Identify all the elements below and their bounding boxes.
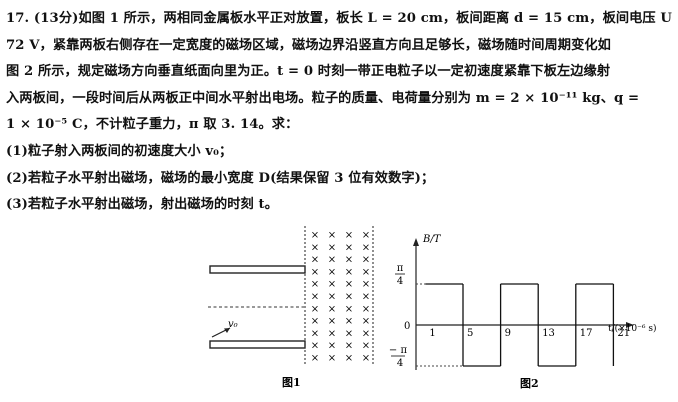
field-cross: × [311,341,319,352]
field-cross: × [345,304,353,315]
field-cross: × [311,279,319,290]
field-cross: × [345,328,353,339]
field-cross: × [311,267,319,278]
field-cross: × [328,242,336,253]
field-cross: × [362,242,370,253]
x-tick-label: 13 [542,328,555,339]
x-tick-label: 21 [617,328,630,339]
x-tick-labels: 1 5 9 13 17 21 [429,328,630,339]
reference-dashes [416,283,463,367]
field-cross: × [328,304,336,315]
field-cross: × [311,316,319,327]
field-cross: × [362,316,370,327]
problem-text: 17. (13分)如图 1 所示，两相同金属板水平正对放置，板长 L = 20 … [6,6,678,219]
field-cross: × [345,242,353,253]
field-cross: × [328,292,336,303]
field-cross: × [345,341,353,352]
field-cross: × [362,292,370,303]
velocity-arrowhead [224,328,230,333]
field-cross: × [362,279,370,290]
field-cross: × [362,328,370,339]
field-cross: × [345,230,353,241]
x-tick-label: 9 [505,328,511,339]
magnetic-field-crosses: ××××××××××××××××××××××××××××××××××××××××… [311,230,370,364]
x-axis-arrow [626,322,634,328]
field-cross: × [362,353,370,364]
field-cross: × [345,267,353,278]
upper-plate [209,265,306,274]
problem-line-2: 72 V，紧靠两板右侧存在一定宽度的磁场区域，磁场边界沿竖直方向且足够长，磁场随… [6,37,611,53]
x-tick-label: 17 [580,328,593,339]
field-cross: × [311,242,319,253]
origin-label: 0 [404,321,410,332]
figure-1-caption: 图1 [282,376,301,389]
figure-1: ××××××××××××××××××××××××××××××××××××××××… [208,226,374,389]
x-tick-label: 1 [429,328,435,339]
field-cross: × [311,353,319,364]
field-cross: × [345,255,353,266]
field-cross: × [311,328,319,339]
figure-2-chart: B/T t/(×10⁻⁶ s) 0 π 4 − π 4 1 5 9 13 17 21 图2 [389,234,657,390]
y-axis-label: B/T [422,234,442,245]
field-cross: × [362,267,370,278]
ytick-pos-num: π [397,263,404,274]
question-3: (3)若粒子水平射出磁场，射出磁场的时刻 t。 [6,197,279,213]
problem-line-1: 17. (13分)如图 1 所示，两相同金属板水平正对放置，板长 L = 20 … [6,11,678,26]
b-field-series [425,283,615,367]
x-tick-label: 5 [467,328,473,339]
x-axis-label: t/(×10⁻⁶ s) [608,323,657,334]
field-cross: × [345,316,353,327]
field-cross: × [328,267,336,278]
field-cross: × [345,279,353,290]
field-cross: × [362,341,370,352]
problem-line-4: 入两板间，一段时间后从两板正中间水平射出电场。粒子的质量、电荷量分别为 m = … [6,90,640,106]
field-cross: × [311,304,319,315]
field-cross: × [328,316,336,327]
field-cross: × [328,341,336,352]
figure-2-caption: 图2 [520,377,539,390]
field-cross: × [328,353,336,364]
field-cross: × [311,230,319,241]
field-cross: × [345,292,353,303]
problem-line-5: 1 × 10⁻⁵ C，不计粒子重力，π 取 3. 14。求： [6,117,299,133]
field-cross: × [345,353,353,364]
field-cross: × [362,230,370,241]
ytick-pos-den: 4 [397,276,403,287]
question-1: (1)粒子射入两板间的初速度大小 v₀； [6,143,233,159]
lower-plate [209,340,306,349]
velocity-label: v₀ [228,319,238,330]
field-cross: × [311,292,319,303]
field-cross: × [328,230,336,241]
field-cross: × [328,279,336,290]
field-cross: × [362,255,370,266]
field-cross: × [328,328,336,339]
question-2: (2)若粒子水平射出磁场，磁场的最小宽度 D(结果保留 3 位有效数字)； [6,170,435,186]
problem-line-3: 图 2 所示，规定磁场方向垂直纸面向里为正。t = 0 时刻一带正电粒子以一定初… [6,64,611,80]
field-cross: × [362,304,370,315]
field-cross: × [328,255,336,266]
field-cross: × [311,255,319,266]
y-axis-arrow [413,238,419,246]
ytick-neg-num: − π [389,345,408,356]
ytick-neg-den: 4 [397,358,403,369]
